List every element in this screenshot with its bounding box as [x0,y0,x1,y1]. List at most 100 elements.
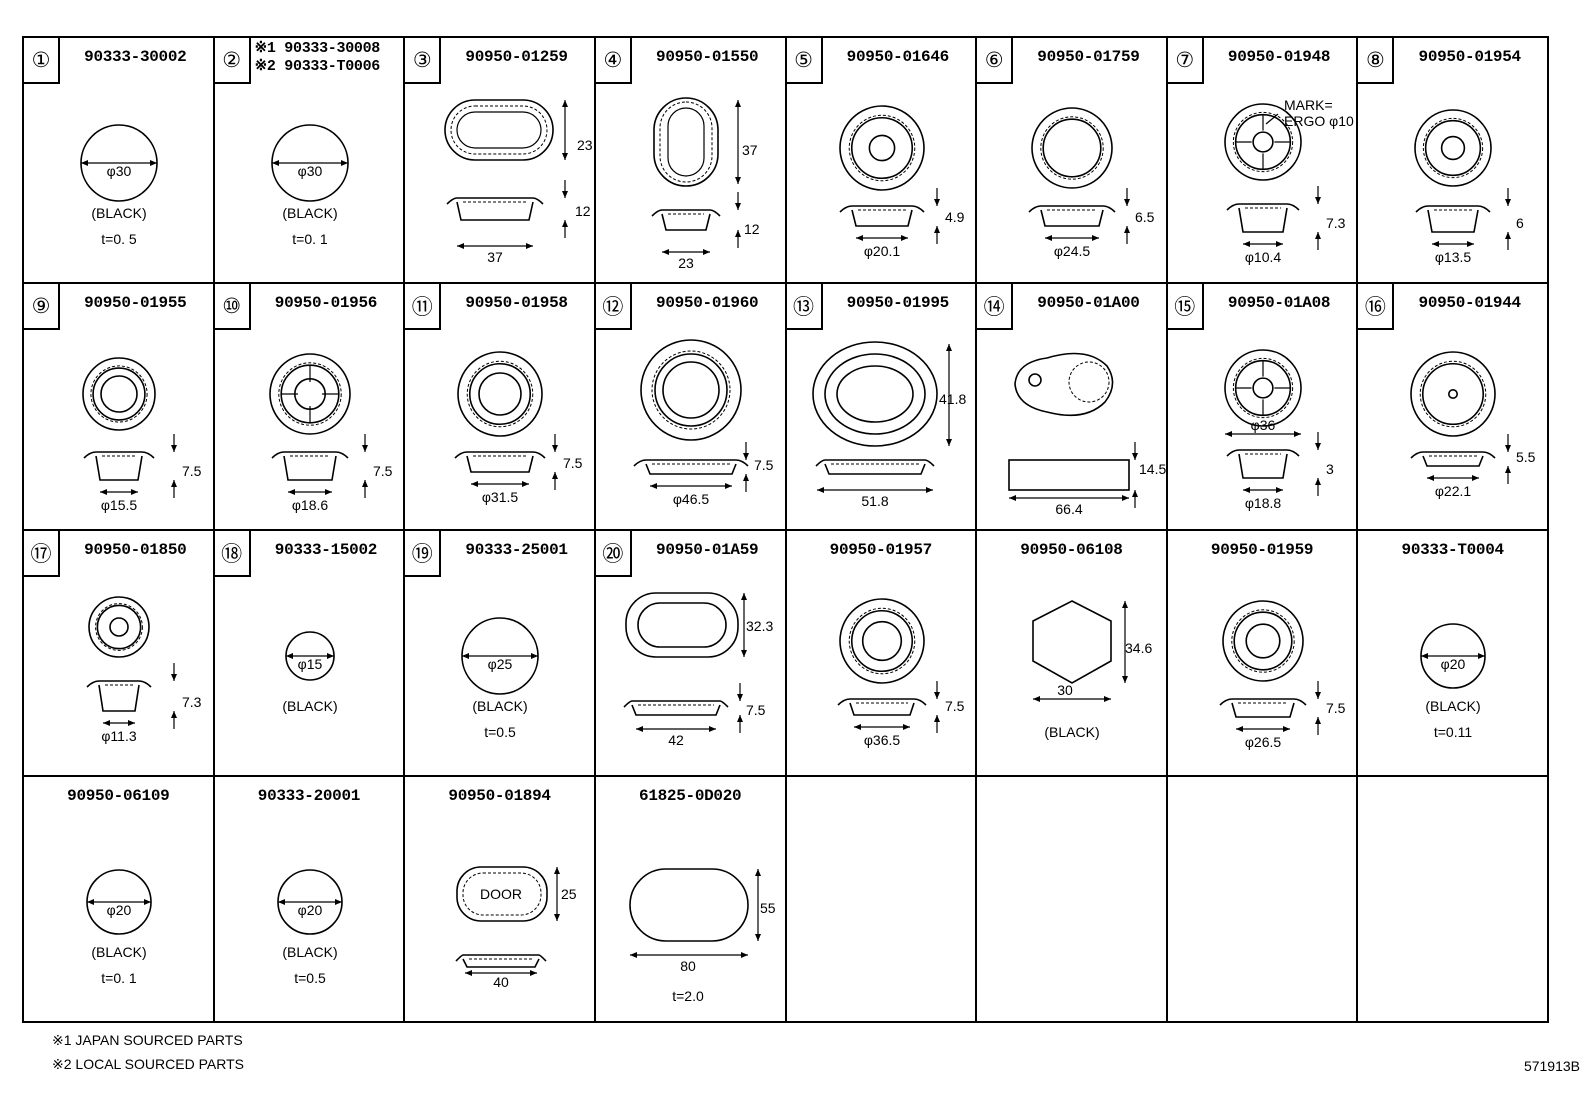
grommet-hidden [466,360,534,428]
plug-diameter-line-head-l [277,898,285,905]
height-dim-head-b [734,177,741,184]
width-dim-head-r [1275,487,1283,494]
part-drawing: 41.851.8 [811,341,966,509]
plug-diameter-line-head-l [1421,652,1429,659]
height-label: 55 [760,900,776,916]
grommet-hole [1245,622,1281,659]
plug-hidden [462,872,542,916]
side-view-body [1230,702,1295,718]
grommet-outer [640,339,742,442]
width-dim-head-r [900,235,908,241]
height-dim-head-t [734,100,741,107]
thickness-dim-upper-head [1314,197,1321,204]
color-label: (BLACK) [1045,724,1100,740]
color-label: (BLACK) [473,698,528,714]
part-number: 90950-01995 [846,294,950,313]
thickness-dim-upper-head [171,673,177,681]
grommet-ring [92,367,146,421]
diameter-dim-head-r [1293,431,1301,438]
callout-number: ⑫ [595,284,632,331]
part-drawing: φ25(BLACK)t=0.5 [461,616,540,740]
plug-outline [629,867,749,942]
grommet-outer [838,105,925,191]
part-drawing: φ20(BLACK)t=0.11 [1420,622,1487,740]
grommet-hidden [848,607,915,674]
width-label: φ46.5 [673,491,710,507]
part-number: 90950-01850 [84,540,187,559]
width-dim-head-r [902,723,910,730]
part-number: 90950-01759 [1037,48,1140,66]
side-view-body [1422,455,1485,468]
height-dim-head-b [554,913,561,921]
width-dim-head-l [100,489,107,496]
thickness-dim-lower-head [933,226,940,233]
diameter-label: φ25 [488,656,513,672]
width-dim-head-r [526,243,534,249]
width-dim-head-l [1242,487,1250,494]
height-label: 41.8 [939,391,966,407]
part-drawing: 32.37.542 [623,591,773,748]
side-view-flange [1226,203,1300,211]
side-view-body [661,213,711,231]
side-view-body [850,209,913,227]
thickness-dim-upper-head [1124,199,1131,206]
width-label: 30 [1057,682,1073,698]
width-label: φ20.1 [863,243,900,259]
callout-number: ⑮ [1167,284,1204,331]
diameter-label: φ20 [297,902,322,918]
callout-number: ⑥ [977,38,1014,84]
plug-diameter-line-head-r [150,160,157,166]
part-number: 90950-01646 [846,48,950,66]
grommet-outer [82,357,156,432]
side-view-body [1237,454,1288,480]
callout-number: ⑬ [786,284,823,331]
door-label: DOOR [480,886,522,902]
part-drawing: 14.566.4 [1008,353,1166,517]
thickness-label: 6 [1516,215,1524,231]
width-label: φ10.4 [1245,249,1282,265]
grommet-outer [88,595,150,658]
side-view-flange [651,209,721,217]
width-label: φ36.5 [863,732,900,748]
footnotes: ※1 JAPAN SOURCED PARTS ※2 LOCAL SOURCED … [52,1028,244,1076]
width-dim-head-l [103,719,110,726]
thickness-dim-lower-head [1505,232,1512,239]
width-dim-head-r [1122,495,1130,502]
part-number: 90950-01894 [448,786,551,805]
part-number: 90333-20001 [257,786,361,805]
part-number: 90333-T0004 [1401,540,1505,559]
thickness-label: 6.5 [1135,209,1155,225]
thickness-dim-upper-head [1505,445,1512,453]
part-number: 90950-01956 [274,294,378,313]
thickness-label: 14.5 [1139,461,1166,477]
empty-cell [786,776,978,1023]
part-number: 90333-25001 [465,540,568,559]
part-drawing: 34.630(BLACK) [1032,599,1153,740]
part-number: 90950-01958 [465,294,568,313]
grommet-outer [1221,599,1304,682]
side-view-body [823,463,926,476]
part-number: 90950-01259 [465,48,568,66]
width-dim-head-l [1427,475,1435,482]
part-number: 90950-01948 [1227,48,1331,66]
width-dim-head-l [816,487,824,494]
grommet-ring [850,609,913,672]
hex-outline [1032,599,1112,684]
part-number: 90333-30002 [84,48,187,66]
width-dim-head-l [471,481,479,488]
width-label: 40 [493,974,509,990]
part-cell-24: 90333-T0004 φ20(BLACK)t=0.11 [1358,530,1549,777]
